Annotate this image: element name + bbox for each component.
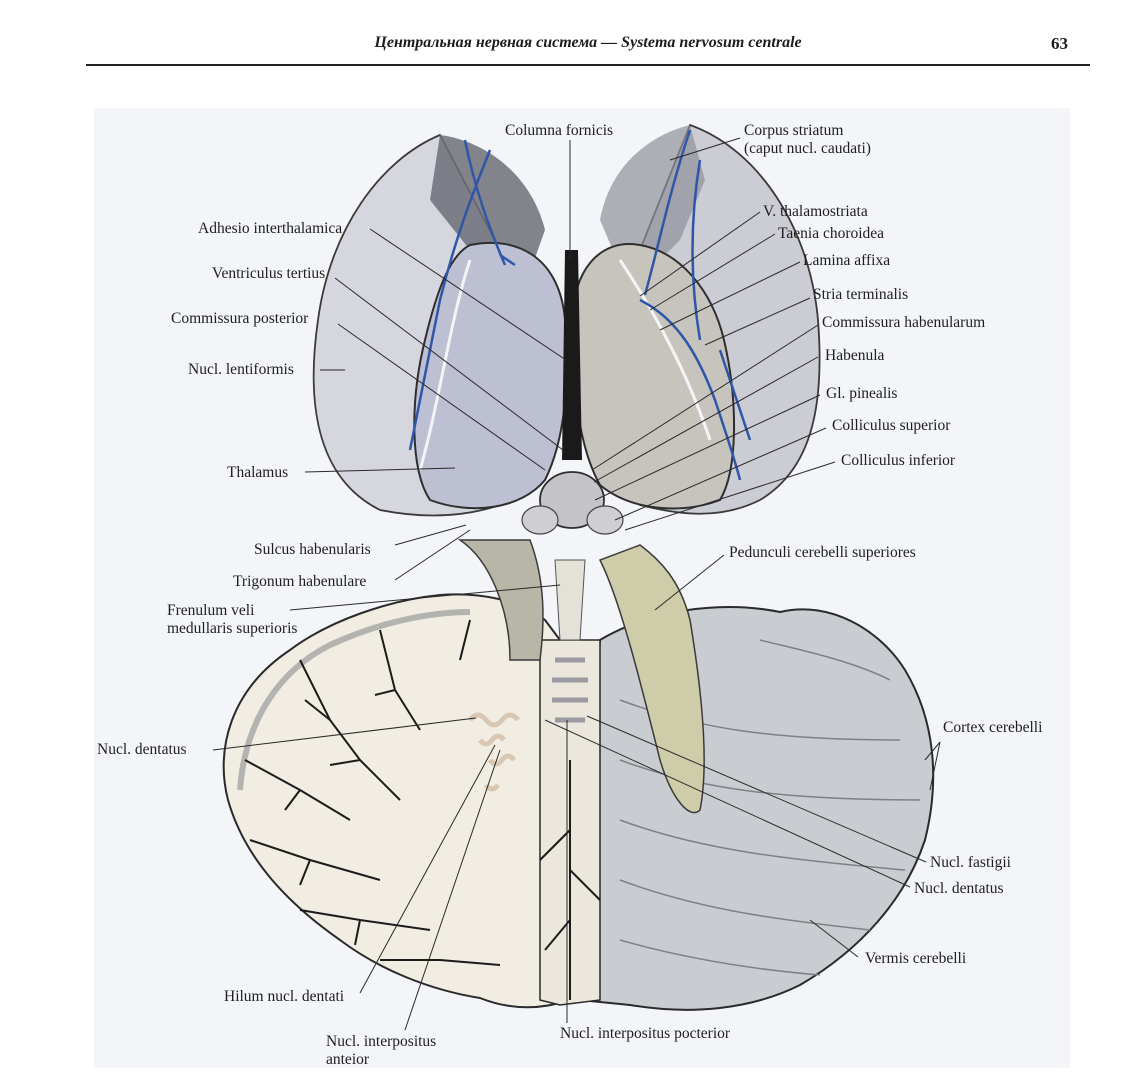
label-colliculus-inferior: Colliculus inferior [841,452,956,469]
superior-cerebellar-peduncle [598,544,705,814]
label-nucl-interpositus-posterior: Nucl. interpositus pocterior [560,1025,731,1042]
frenulum-veli [554,559,586,641]
label-commissura-habenularum: Commissura habenularum [822,314,986,331]
left-thalamus [413,241,568,510]
diencephalon [312,123,821,535]
label-nucl-lentiformis: Nucl. lentiformis [188,361,294,378]
third-ventricle [562,250,582,460]
label-sulcus-habenularis: Sulcus habenularis [254,541,371,558]
label-pedunculi-cerebelli-superiores: Pedunculi cerebelli superiores [729,544,916,561]
running-title: Центральная нервная система — Systema ne… [374,34,802,51]
label-frenulum-veli: Frenulum veli medullaris superioris [167,602,298,637]
label-thalamus: Thalamus [227,464,289,481]
left-peduncle-stalk [457,539,544,661]
label-corpus-striatum: Corpus striatum (caput nucl. caudati) [744,122,871,157]
leader-lines [212,137,941,1031]
left-cerebellar-hemisphere [222,593,582,1009]
label-v-thalamostriata: V. thalamostriata [763,203,868,220]
label-lamina-affixa: Lamina affixa [803,252,891,269]
label-columna-fornicis: Columna fornicis [505,122,614,139]
label-trigonum-habenulare: Trigonum habenulare [233,573,367,590]
header-rule [86,64,1090,66]
arbor-vitae-left [244,619,501,966]
cerebellum [222,539,935,1011]
thalamostriate-veins [408,129,752,481]
label-adhesio-interthalamica: Adhesio interthalamica [198,220,343,237]
arbor-vitae-vermis [539,760,601,1000]
label-taenia-choroidea: Taenia choroidea [778,225,885,242]
vermis-folia [552,657,588,723]
label-cortex-cerebelli: Cortex cerebelli [943,719,1043,736]
label-nucl-dentatus-right: Nucl. dentatus [914,880,1004,897]
colliculus-superior-left [521,505,559,535]
page-number: 63 [1051,34,1068,53]
label-vermis-cerebelli: Vermis cerebelli [865,950,967,967]
colliculus-superior-right [586,505,624,535]
page-header: Центральная нервная система — Systema ne… [86,30,1090,66]
label-colliculus-superior: Colliculus superior [832,417,951,434]
label-ventriculus-tertius: Ventriculus tertius [212,265,326,282]
label-commissura-posterior: Commissura posterior [171,310,309,327]
label-nucl-fastigii: Nucl. fastigii [930,854,1011,871]
label-nucl-dentatus-left: Nucl. dentatus [97,741,187,758]
label-gl-pinealis: Gl. pinealis [826,385,898,402]
stria-right [618,259,712,441]
label-habenula: Habenula [825,347,885,364]
label-stria-terminalis: Stria terminalis [813,286,909,303]
label-nucl-interpositus-anterior: Nucl. interpositus anteior [326,1033,437,1068]
label-hilum-nucl-dentati: Hilum nucl. dentati [224,988,345,1005]
left-cortex-rim [237,609,471,791]
nucl-dentatus-left [468,712,520,792]
